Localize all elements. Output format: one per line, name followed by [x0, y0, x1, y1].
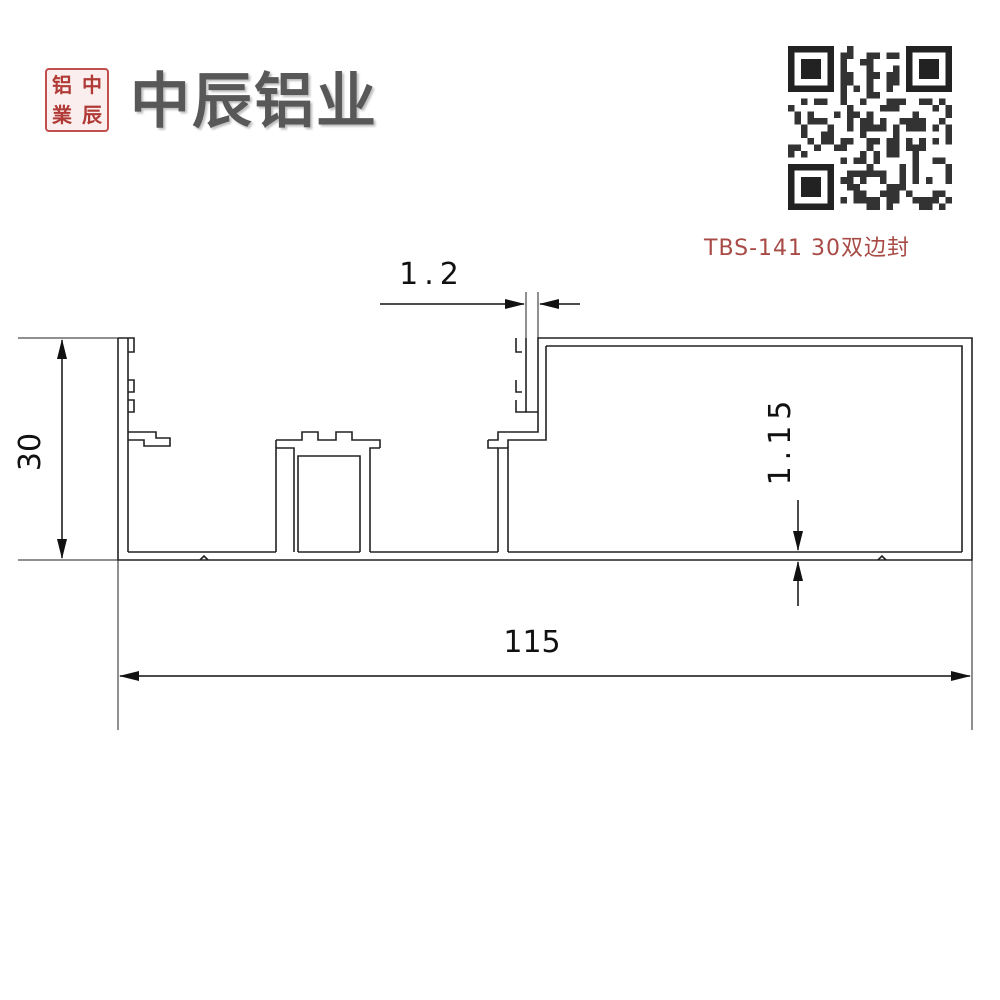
brand-name: 中辰铝业: [130, 67, 378, 137]
seal-char: 業: [52, 103, 72, 127]
height-label: 30: [13, 433, 48, 471]
extension-lines: [18, 292, 973, 730]
base-thickness-label: 1.15: [763, 395, 798, 486]
seal-logo-icon: 铝 中 業 辰: [45, 68, 109, 132]
seal-char: 中: [82, 73, 102, 97]
model-label: TBS-141 30双边封: [704, 236, 911, 261]
profile-outline: [117, 337, 973, 561]
wall-thickness-dimension: 1.2: [380, 257, 580, 309]
height-dimension: 30: [13, 339, 67, 559]
base-thickness-dimension: 1.15: [763, 395, 803, 606]
wall-thickness-label: 1.2: [399, 257, 465, 292]
width-label: 115: [503, 625, 560, 660]
width-dimension: 115: [119, 625, 971, 681]
seal-char: 辰: [82, 103, 102, 127]
qr-code-icon: [788, 46, 952, 210]
seal-char: 铝: [52, 73, 72, 97]
